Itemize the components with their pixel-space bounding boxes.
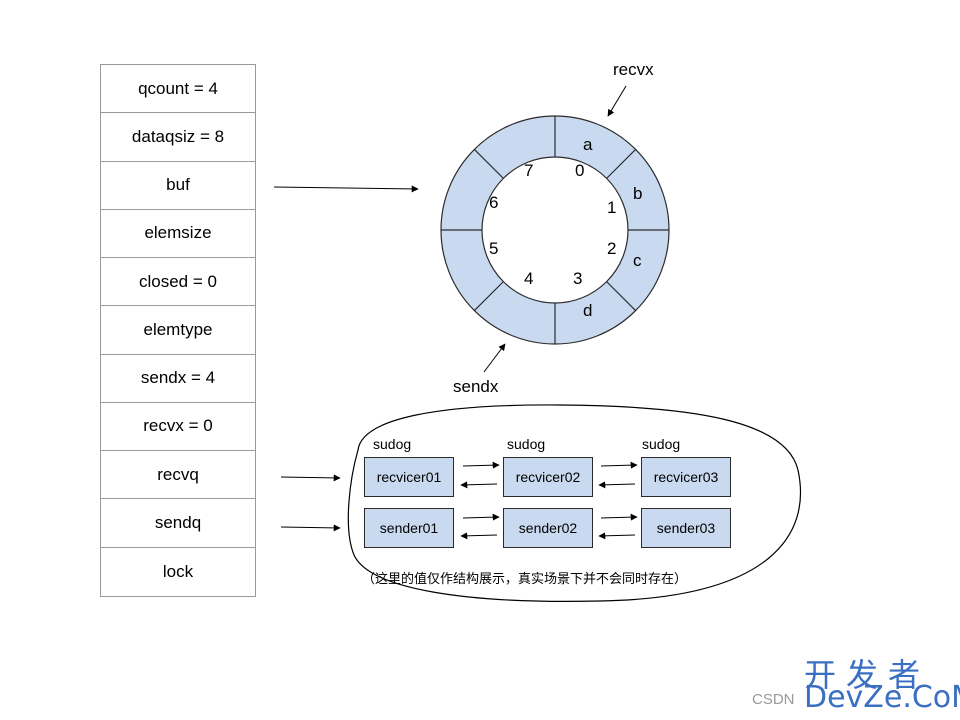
- send-next-arrow-2: [600, 513, 638, 521]
- field-lock: lock: [162, 561, 194, 581]
- hchan-struct-table: qcount = 4 dataqsiz = 8 buf elemsize clo…: [100, 64, 256, 597]
- ring-index-6: 6: [489, 193, 499, 212]
- field-elemsize: elemsize: [101, 210, 255, 259]
- recvx-arrow: [607, 85, 627, 117]
- ring-element-d: d: [583, 301, 593, 320]
- sender-node-2: sender02: [503, 508, 593, 548]
- ring-index-4: 4: [524, 269, 534, 288]
- field-closed: closed = 0: [101, 258, 255, 307]
- recv-next-arrow-2: [600, 461, 638, 469]
- queue-bubble: [347, 404, 802, 602]
- ring-dividers: [441, 116, 669, 344]
- recv-prev-arrow-2: [598, 481, 636, 489]
- ring-slot-divider: [606, 281, 637, 312]
- ring-index-2: 2: [607, 239, 617, 258]
- ring-buffer: [440, 115, 670, 345]
- ring-element-c: c: [633, 251, 642, 270]
- ring-inner: [481, 156, 629, 304]
- sudog-label-1: sudog: [373, 436, 412, 452]
- sender-node-3: sender03: [641, 508, 731, 548]
- field-elemtype: elemtype: [101, 306, 255, 355]
- site-watermark-en: DevZe.CoM: [804, 680, 960, 715]
- field-sendq: sendq: [101, 499, 255, 548]
- receiver-node-3: recvicer03: [641, 457, 731, 497]
- sendx-arrow: [483, 343, 506, 373]
- buf-arrow: [273, 185, 419, 193]
- ring-index-5: 5: [489, 239, 499, 258]
- ring-slot-divider: [473, 281, 504, 312]
- send-prev-arrow-1: [460, 532, 498, 540]
- site-watermark-cn: 开发者: [804, 656, 931, 694]
- field-sendx: sendx = 4: [101, 355, 255, 403]
- ring-element-b: b: [633, 184, 643, 203]
- sendx-label: sendx: [453, 377, 499, 396]
- ring-element-a: a: [583, 135, 593, 154]
- receiver-node-2: recvicer02: [503, 457, 593, 497]
- ring-index-3: 3: [573, 269, 583, 288]
- sendq-arrow: [280, 524, 341, 532]
- ring-slot-divider: [473, 148, 504, 179]
- field-recvx: recvx = 0: [101, 403, 255, 452]
- recv-next-arrow-1: [462, 461, 500, 469]
- receiver-node-1: recvicer01: [364, 457, 454, 497]
- structure-note: （这里的值仅作结构展示，真实场景下并不会同时存在）: [362, 572, 688, 587]
- field-recvq: recvq: [101, 451, 255, 500]
- recvq-arrow: [280, 474, 341, 482]
- ring-index-0: 0: [575, 161, 585, 180]
- send-prev-arrow-2: [598, 532, 636, 540]
- ring-slot-divider: [606, 148, 637, 179]
- field-buf: buf: [101, 162, 255, 210]
- sudog-label-3: sudog: [642, 436, 681, 452]
- sudog-label-2: sudog: [507, 436, 546, 452]
- ring-index-1: 1: [607, 198, 617, 217]
- field-dataqsiz: dataqsiz = 8: [101, 113, 255, 162]
- csdn-watermark: CSDN: [752, 691, 795, 708]
- field-qcount: qcount = 4: [101, 65, 255, 114]
- recvx-label: recvx: [613, 60, 654, 79]
- ring-index-7: 7: [524, 161, 534, 180]
- send-next-arrow-1: [462, 513, 500, 521]
- sender-node-1: sender01: [364, 508, 454, 548]
- recv-prev-arrow-1: [460, 481, 498, 489]
